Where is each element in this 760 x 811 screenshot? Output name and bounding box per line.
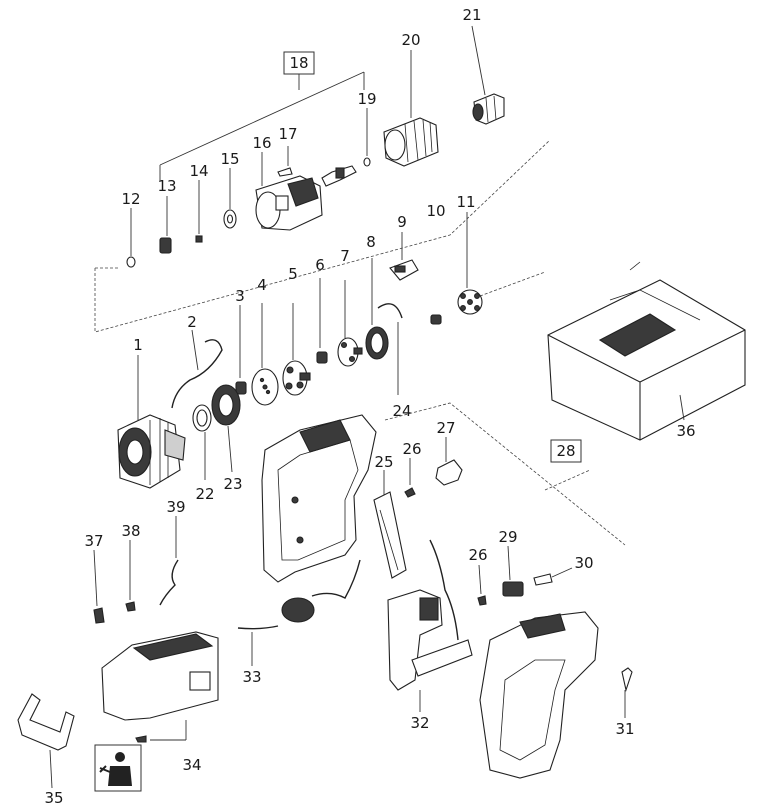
part-24-clip[interactable] (377, 303, 403, 395)
callout-4: 4 (257, 276, 267, 294)
part-34-battery[interactable] (101, 631, 219, 743)
part-26-clip-a[interactable] (404, 458, 416, 498)
callout-6: 6 (315, 256, 325, 274)
callout-19: 19 (357, 90, 376, 108)
callout-16: 16 (252, 134, 271, 152)
callout-18: 18 (289, 54, 308, 72)
part-31-screw[interactable] (621, 667, 633, 718)
part-9-switch[interactable] (389, 232, 419, 281)
group-28-box (550, 439, 582, 463)
part-38-contact[interactable] (125, 540, 136, 612)
part-26-clip-b[interactable] (477, 564, 487, 606)
part-15-washer[interactable] (223, 168, 237, 229)
callout-34: 34 (182, 756, 201, 774)
callout-15: 15 (220, 150, 239, 168)
callout-3: 3 (235, 287, 245, 305)
callout-7: 7 (340, 247, 350, 265)
callout-26-b: 26 (468, 546, 487, 564)
part-12-o-ring[interactable] (126, 208, 136, 268)
part-3-bearing[interactable] (235, 305, 247, 395)
callout-30: 30 (574, 554, 593, 572)
callout-9: 9 (397, 213, 407, 231)
part-19-spindle[interactable] (321, 108, 371, 187)
callout-11: 11 (456, 193, 475, 211)
part-33-wiring-board[interactable] (237, 559, 361, 666)
callout-32: 32 (410, 714, 429, 732)
callout-2: 2 (187, 313, 197, 331)
callout-25: 25 (374, 453, 393, 471)
part-21-adapter[interactable] (471, 25, 505, 125)
callout-1: 1 (133, 336, 143, 354)
callout-22: 22 (195, 485, 214, 503)
callout-36: 36 (676, 422, 695, 440)
callout-21: 21 (462, 6, 481, 24)
part-25-side-cover[interactable] (373, 470, 407, 579)
part-23-gear-ring[interactable] (211, 384, 241, 473)
part-17-clip[interactable] (277, 146, 293, 177)
part-6-gear[interactable] (316, 278, 328, 364)
part-5-planet-carrier[interactable] (282, 303, 311, 396)
part-4-disc[interactable] (251, 303, 279, 406)
callout-27: 27 (436, 419, 455, 437)
part-39-wire[interactable] (159, 516, 179, 606)
callout-12: 12 (121, 190, 140, 208)
part-22-ring[interactable] (192, 404, 212, 480)
callout-14: 14 (189, 162, 208, 180)
part-10-bushing[interactable] (430, 314, 442, 325)
part-14-pin[interactable] (195, 180, 203, 243)
callout-33: 33 (242, 668, 261, 686)
part-13-gear[interactable] (159, 196, 172, 254)
part-handle-housing[interactable] (479, 611, 599, 779)
callout-29: 29 (498, 528, 517, 546)
part-11-clutch[interactable] (457, 212, 483, 315)
part-8-ring-gear[interactable] (365, 258, 389, 360)
callout-35: 35 (44, 789, 63, 807)
part-7-carrier[interactable] (337, 280, 363, 367)
callout-31: 31 (615, 720, 634, 738)
callout-23: 23 (223, 475, 242, 493)
callout-20: 20 (401, 31, 420, 49)
part-37-contact[interactable] (93, 549, 105, 624)
callout-39: 39 (166, 498, 185, 516)
callout-labels: 1 2 3 4 5 6 7 8 9 10 11 12 13 14 15 16 1… (44, 6, 695, 807)
callout-8: 8 (366, 233, 376, 251)
service-technician-icon (94, 744, 142, 792)
part-32-electronics[interactable] (387, 539, 473, 712)
part-35-belt-hook[interactable] (17, 693, 75, 789)
assembly-guides (94, 139, 626, 546)
part-housing-half[interactable] (261, 414, 377, 583)
group-18-brace (159, 51, 365, 180)
part-1-motor[interactable] (117, 355, 186, 489)
callout-24: 24 (392, 402, 411, 420)
part-36-charger[interactable] (547, 261, 746, 441)
callout-17: 17 (278, 125, 297, 143)
callout-37: 37 (84, 532, 103, 550)
callout-38: 38 (121, 522, 140, 540)
callout-26-a: 26 (402, 440, 421, 458)
callout-28: 28 (556, 442, 575, 460)
part-29-switch-block[interactable] (502, 545, 524, 597)
part-16-gearbox-housing[interactable] (255, 152, 323, 231)
callout-13: 13 (157, 177, 176, 195)
part-30-plate[interactable] (533, 567, 573, 586)
callout-10: 10 (426, 202, 445, 220)
callout-5: 5 (288, 265, 298, 283)
part-2-wire[interactable] (171, 329, 223, 409)
part-20-chuck[interactable] (383, 50, 439, 167)
part-27-switch-knob[interactable] (435, 437, 463, 486)
